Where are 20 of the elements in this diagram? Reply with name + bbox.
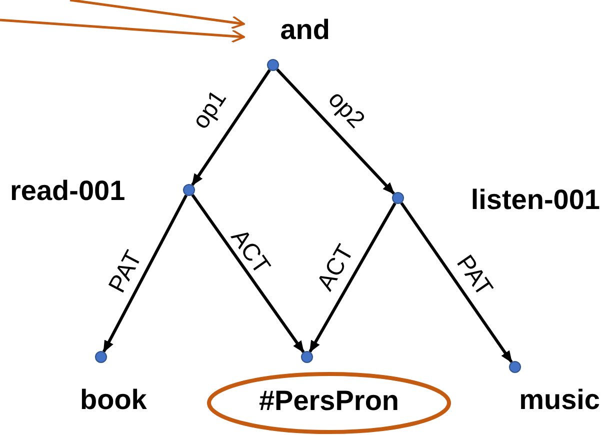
edge-label: PAT: [452, 251, 496, 301]
edge-label: op1: [188, 86, 232, 134]
arrow: [308, 202, 396, 353]
arrow: [191, 69, 271, 186]
arrow: [102, 194, 188, 353]
arrow: [0, 18, 245, 43]
arrow: [70, 0, 245, 30]
node-label: and: [280, 16, 330, 44]
node-label: music: [519, 386, 600, 414]
edge-label: op2: [324, 87, 368, 133]
arrow: [191, 194, 305, 353]
node-label: #PersPron: [258, 387, 400, 415]
node-label: book: [80, 386, 147, 414]
arrow: [276, 68, 395, 195]
edge-label: ACT: [314, 241, 358, 295]
node-label: read-001: [10, 177, 126, 205]
edge-label: ACT: [226, 225, 274, 279]
arrow: [400, 202, 513, 363]
node-label: listen-001: [470, 186, 600, 214]
edge-label: PAT: [105, 247, 147, 297]
